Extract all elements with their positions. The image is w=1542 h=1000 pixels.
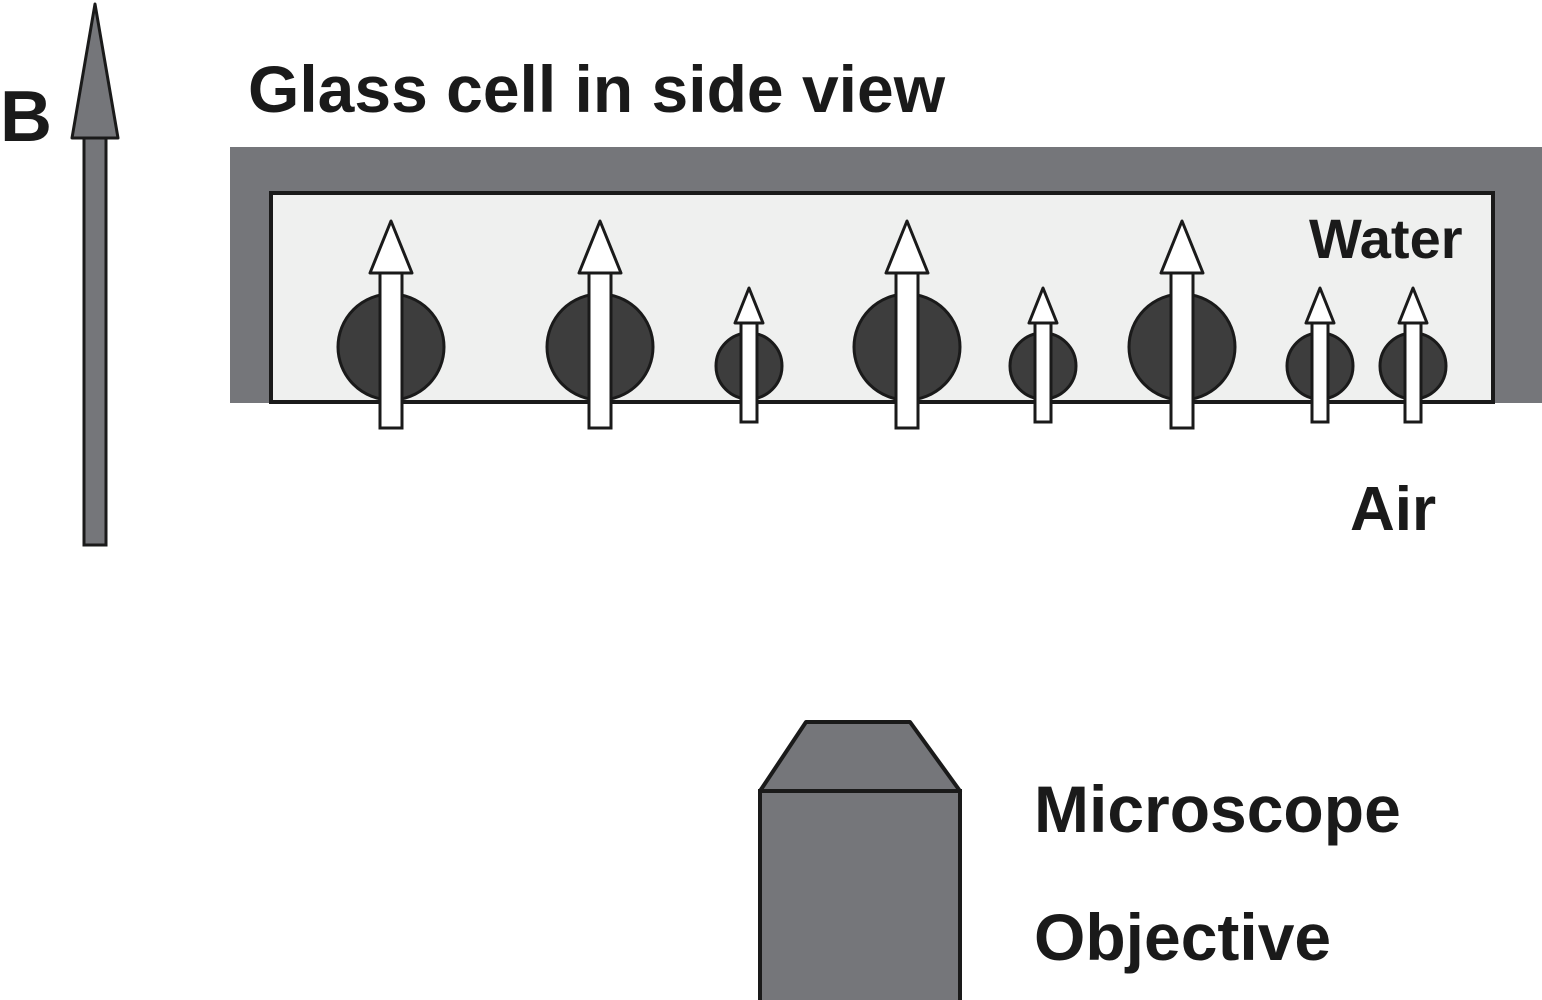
moment-arrow-head: [1304, 286, 1336, 325]
moment-arrow-shaft: [1310, 319, 1330, 424]
particle-4: [852, 219, 962, 430]
particles-group: [336, 219, 1448, 430]
particle-6: [1127, 219, 1237, 430]
magnetic-field-arrow: [70, 2, 120, 547]
moment-arrow-shaft: [894, 269, 920, 430]
particle-8: [1378, 286, 1448, 424]
moment-arrow-head: [368, 219, 414, 275]
air-label: Air: [1350, 475, 1436, 544]
particle-2: [545, 219, 655, 430]
moment-arrow-shaft: [587, 269, 613, 430]
moment-arrow-head: [577, 219, 623, 275]
moment-arrow-head: [1397, 286, 1429, 325]
moment-arrow-shaft: [1403, 319, 1423, 424]
particle-7: [1285, 286, 1355, 424]
moment-arrow-shaft: [739, 319, 759, 424]
field-label: B: [0, 77, 52, 157]
moment-arrow-shaft: [378, 269, 404, 430]
objective-label: Objective: [1034, 900, 1331, 974]
moment-arrow-head: [733, 286, 765, 325]
particle-1: [336, 219, 446, 430]
diagram-title: Glass cell in side view: [248, 52, 946, 126]
objective-lens-top: [758, 720, 962, 793]
microscope-label: Microscope: [1034, 772, 1401, 846]
microscope-objective: [758, 720, 962, 1000]
water-label: Water: [1309, 207, 1463, 270]
field-arrow-shaft: [82, 133, 108, 547]
field-arrow-head: [70, 2, 120, 140]
objective-body: [758, 789, 962, 1000]
glass-cell: [230, 147, 1542, 404]
moment-arrow-head: [1027, 286, 1059, 325]
moment-arrow-head: [1159, 219, 1205, 275]
moment-arrow-shaft: [1169, 269, 1195, 430]
moment-arrow-head: [884, 219, 930, 275]
particle-3: [714, 286, 784, 424]
moment-arrow-shaft: [1033, 319, 1053, 424]
particle-5: [1008, 286, 1078, 424]
